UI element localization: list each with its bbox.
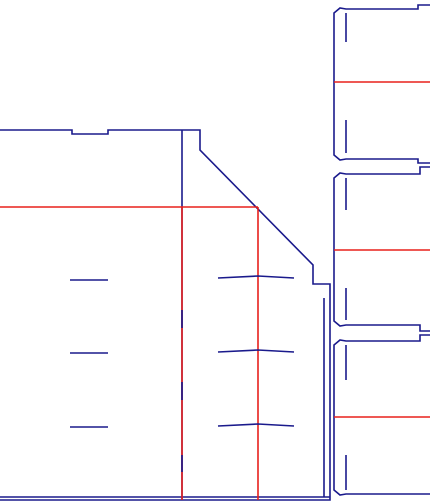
tick-marks-right (217, 275, 295, 427)
curved-tick (217, 275, 295, 279)
right-component-bottom (333, 334, 430, 496)
main-body (0, 129, 331, 501)
main-centerlines (0, 206, 259, 500)
component-outline (333, 166, 430, 332)
right-component-middle (333, 166, 430, 332)
component-outline (333, 334, 430, 496)
component-outline (333, 4, 430, 164)
curved-tick (217, 349, 295, 353)
right-component-top (333, 4, 430, 164)
curved-tick (217, 423, 295, 427)
tick-marks-left (70, 279, 108, 428)
main-body-outline (0, 129, 331, 501)
